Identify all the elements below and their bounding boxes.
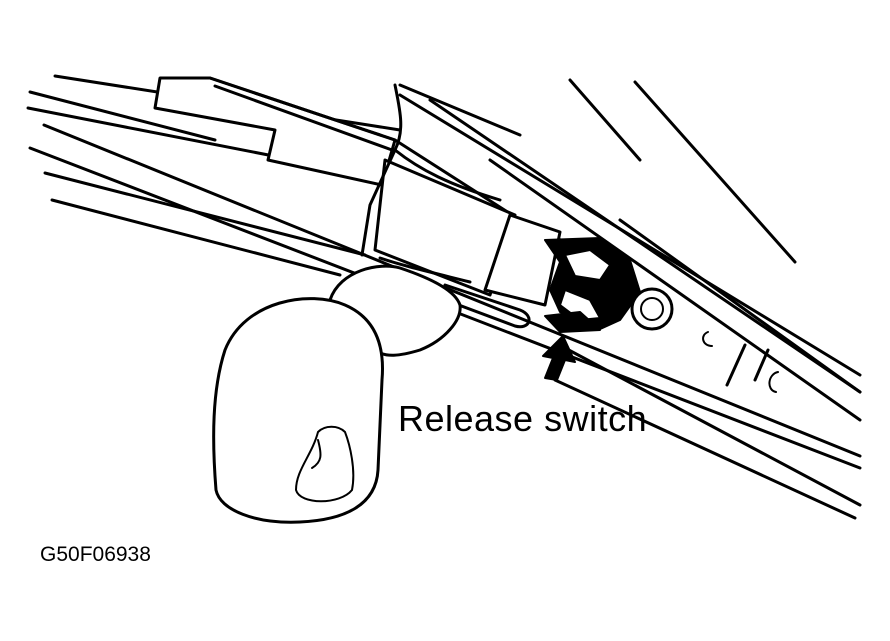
- latch-mechanism: [360, 148, 674, 333]
- release-arrow-icon: [542, 335, 576, 381]
- release-switch-label: Release switch: [398, 398, 648, 439]
- pointing-hand-icon: [212, 264, 462, 524]
- trim-marks: [702, 331, 779, 393]
- figure-code: G50F06938: [40, 543, 151, 566]
